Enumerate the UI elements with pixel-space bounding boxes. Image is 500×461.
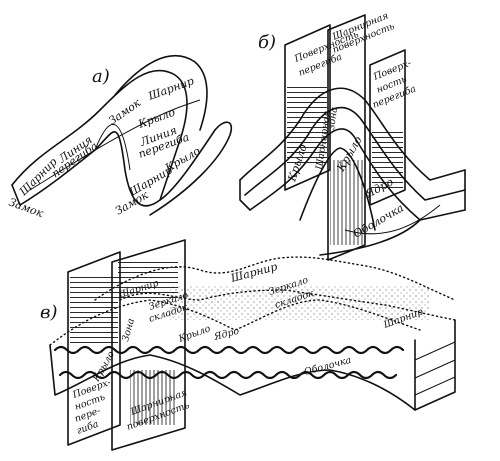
panel-c-label-hinge-top: Шарнир bbox=[228, 260, 278, 285]
panel-b-plane-hinge bbox=[327, 14, 366, 261]
panel-b-bottom bbox=[239, 169, 466, 256]
panel-c-wave-1 bbox=[53, 345, 405, 355]
panel-c-label-shell: Оболочка bbox=[303, 355, 353, 378]
panel-a-hinge-line bbox=[94, 123, 131, 171]
panel-b: б) Поверхность перегиба Шарнирная поверх… bbox=[239, 10, 466, 261]
panel-a-label-lock-left: Замок bbox=[7, 196, 45, 221]
panel-c-plane-inflection bbox=[67, 251, 121, 446]
panel-b-letter: б) bbox=[258, 32, 276, 53]
panel-c-label-wing-2: Крыло bbox=[176, 323, 212, 345]
panel-c-label-hinge-zone: Зона bbox=[120, 317, 137, 343]
panel-c-front-face bbox=[49, 344, 416, 411]
panel-a-inflection-line bbox=[29, 99, 201, 191]
panel-a-sheet-edge-left bbox=[11, 131, 161, 207]
panel-c-right-end-layers bbox=[414, 341, 456, 396]
panel-a-sheet-top bbox=[114, 55, 208, 131]
panel-b-plane-right bbox=[369, 49, 406, 206]
panel-a-label-hinge-top: Шарнир bbox=[146, 74, 196, 103]
panel-a-letter: а) bbox=[92, 66, 110, 87]
panel-c-letter: в) bbox=[40, 302, 58, 323]
panel-b-plane-inflection-hatch bbox=[287, 85, 327, 165]
panel-c-plane-hinge-hatch-top bbox=[118, 262, 178, 302]
panel-c: в) Шарнир Зеркало складок Шарнир Зеркало… bbox=[40, 239, 456, 451]
panel-c-right-end bbox=[414, 319, 456, 411]
panel-b-plane-hinge-hatch bbox=[330, 160, 363, 245]
panel-c-plane-hinge bbox=[111, 239, 186, 451]
panel-a: а) Шарнир Замок Крыло Линия перегиба Кры… bbox=[7, 55, 233, 221]
panel-b-label-hinge-zone-2: зона bbox=[326, 106, 340, 130]
panel-a-sheet-right bbox=[149, 121, 233, 216]
panel-a-sheet-front bbox=[11, 69, 188, 201]
panel-c-plane-inflection-hatch bbox=[70, 275, 118, 345]
panel-c-wave-2 bbox=[58, 370, 398, 380]
panel-c-label-core: Ядро bbox=[212, 326, 241, 344]
panel-b-plane-right-hatch bbox=[372, 130, 403, 190]
panel-c-top-surface-texture bbox=[170, 285, 430, 320]
panel-c-plane-hinge-hatch-bottom bbox=[130, 370, 175, 425]
